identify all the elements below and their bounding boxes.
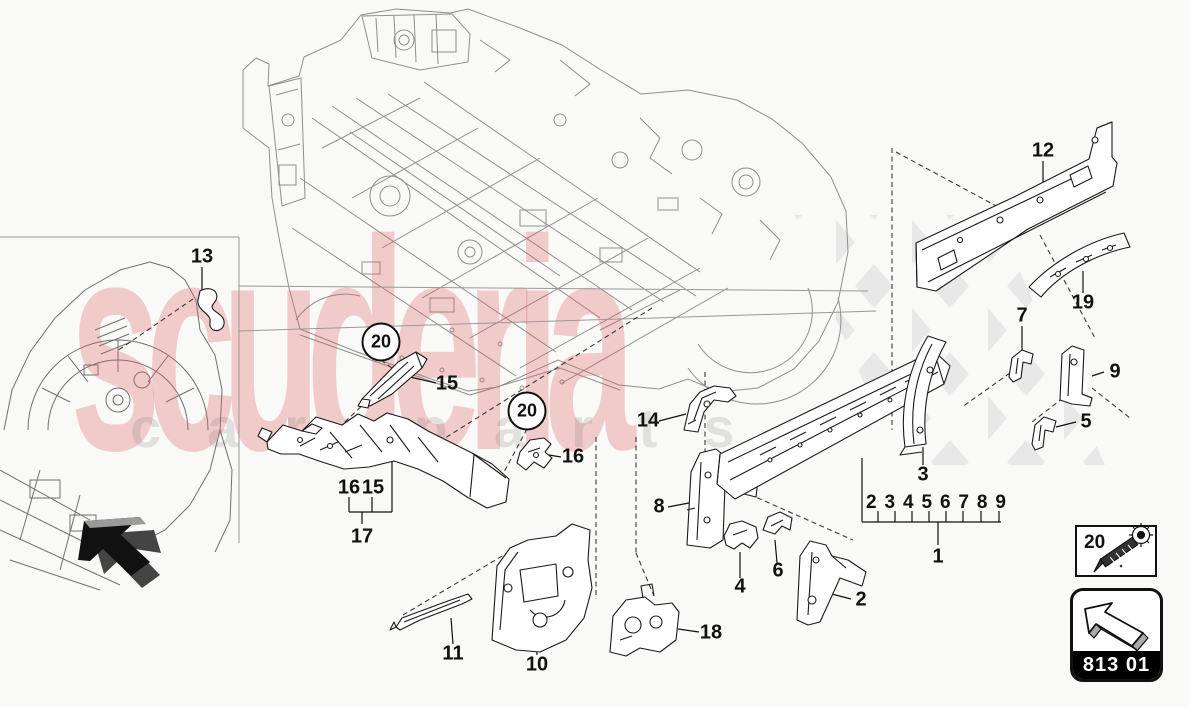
part-1-sill-member [716, 350, 951, 500]
part-17-longitudinal-member [257, 412, 510, 509]
part-2-pillar-reinforcement [796, 540, 867, 626]
hardware-number: 5 [921, 492, 933, 513]
part-7-clip [1008, 349, 1034, 383]
hardware-number: 8 [976, 492, 988, 513]
part-4-clip [723, 520, 759, 550]
part-19-reinforcement-strip [1028, 232, 1131, 298]
fastener-legend-label: 20 [1084, 532, 1106, 553]
hardware-number: 2 [866, 492, 877, 513]
screw-icon [1093, 523, 1153, 573]
hardware-number: 3 [884, 492, 896, 513]
part-16-bracket [516, 437, 553, 471]
hardware-number: 7 [958, 492, 969, 513]
part-11-sliver [389, 593, 473, 631]
direction-arrow-icon [1084, 602, 1149, 652]
part-15-rail [357, 351, 428, 409]
hardware-number: 4 [902, 492, 914, 513]
hardware-number: 9 [995, 492, 1006, 513]
inset-wheelhouse-drawing [0, 261, 233, 591]
bold-up-left-arrow-icon [78, 517, 161, 588]
part-13-hook [197, 288, 225, 332]
section-code-text: 813 01 [1082, 653, 1151, 676]
part-9-bracket [1059, 345, 1093, 407]
section-code-bar: 813 01 [1073, 651, 1160, 679]
part-18-bracket [609, 583, 680, 657]
exploded-parts [197, 121, 1131, 657]
part-3-reinforcement [899, 335, 947, 456]
part-12-rear-panel [915, 121, 1118, 292]
main-underbody-drawing [242, 8, 849, 405]
hardware-number: 6 [939, 492, 951, 513]
part-5-clip [1031, 416, 1057, 451]
part-10-gusset-plate [491, 523, 593, 653]
inset-frame-lines [0, 236, 877, 543]
part-14-bracket [683, 385, 737, 433]
part-6-clip [762, 511, 793, 535]
leader-lines [201, 161, 1105, 656]
